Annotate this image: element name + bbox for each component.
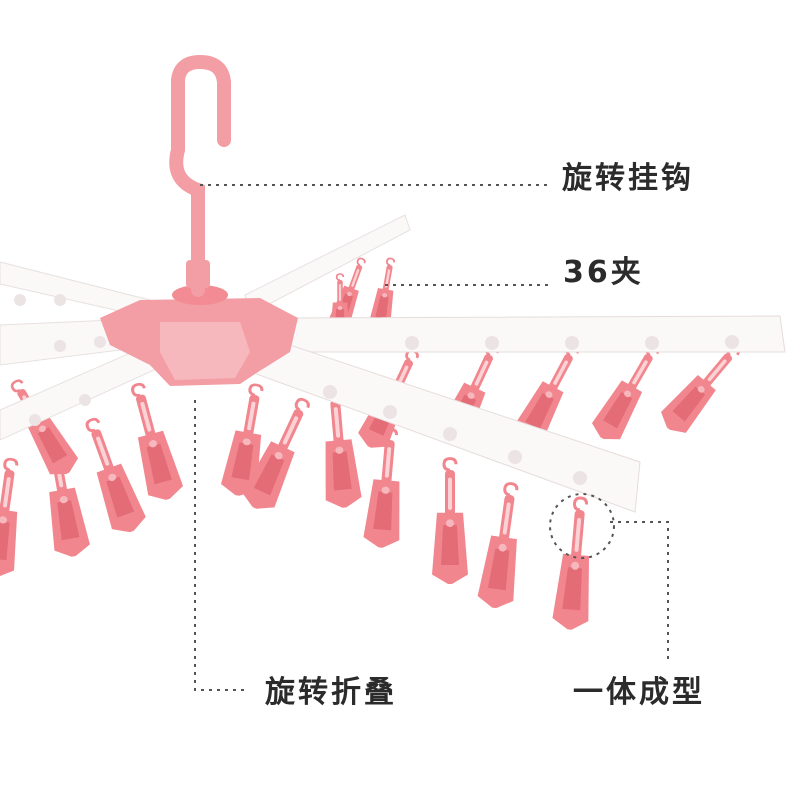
callout-rotating-hook: 旋转挂钩	[562, 161, 694, 196]
clip-group	[0, 254, 750, 633]
leader-lines	[194, 184, 669, 691]
callout-one-piece: 一体成型	[573, 675, 705, 710]
callout-clip-count: 36夹	[563, 255, 644, 290]
callout-rotating-fold: 旋转折叠	[265, 675, 397, 710]
hook	[169, 54, 231, 297]
hub	[100, 285, 298, 386]
